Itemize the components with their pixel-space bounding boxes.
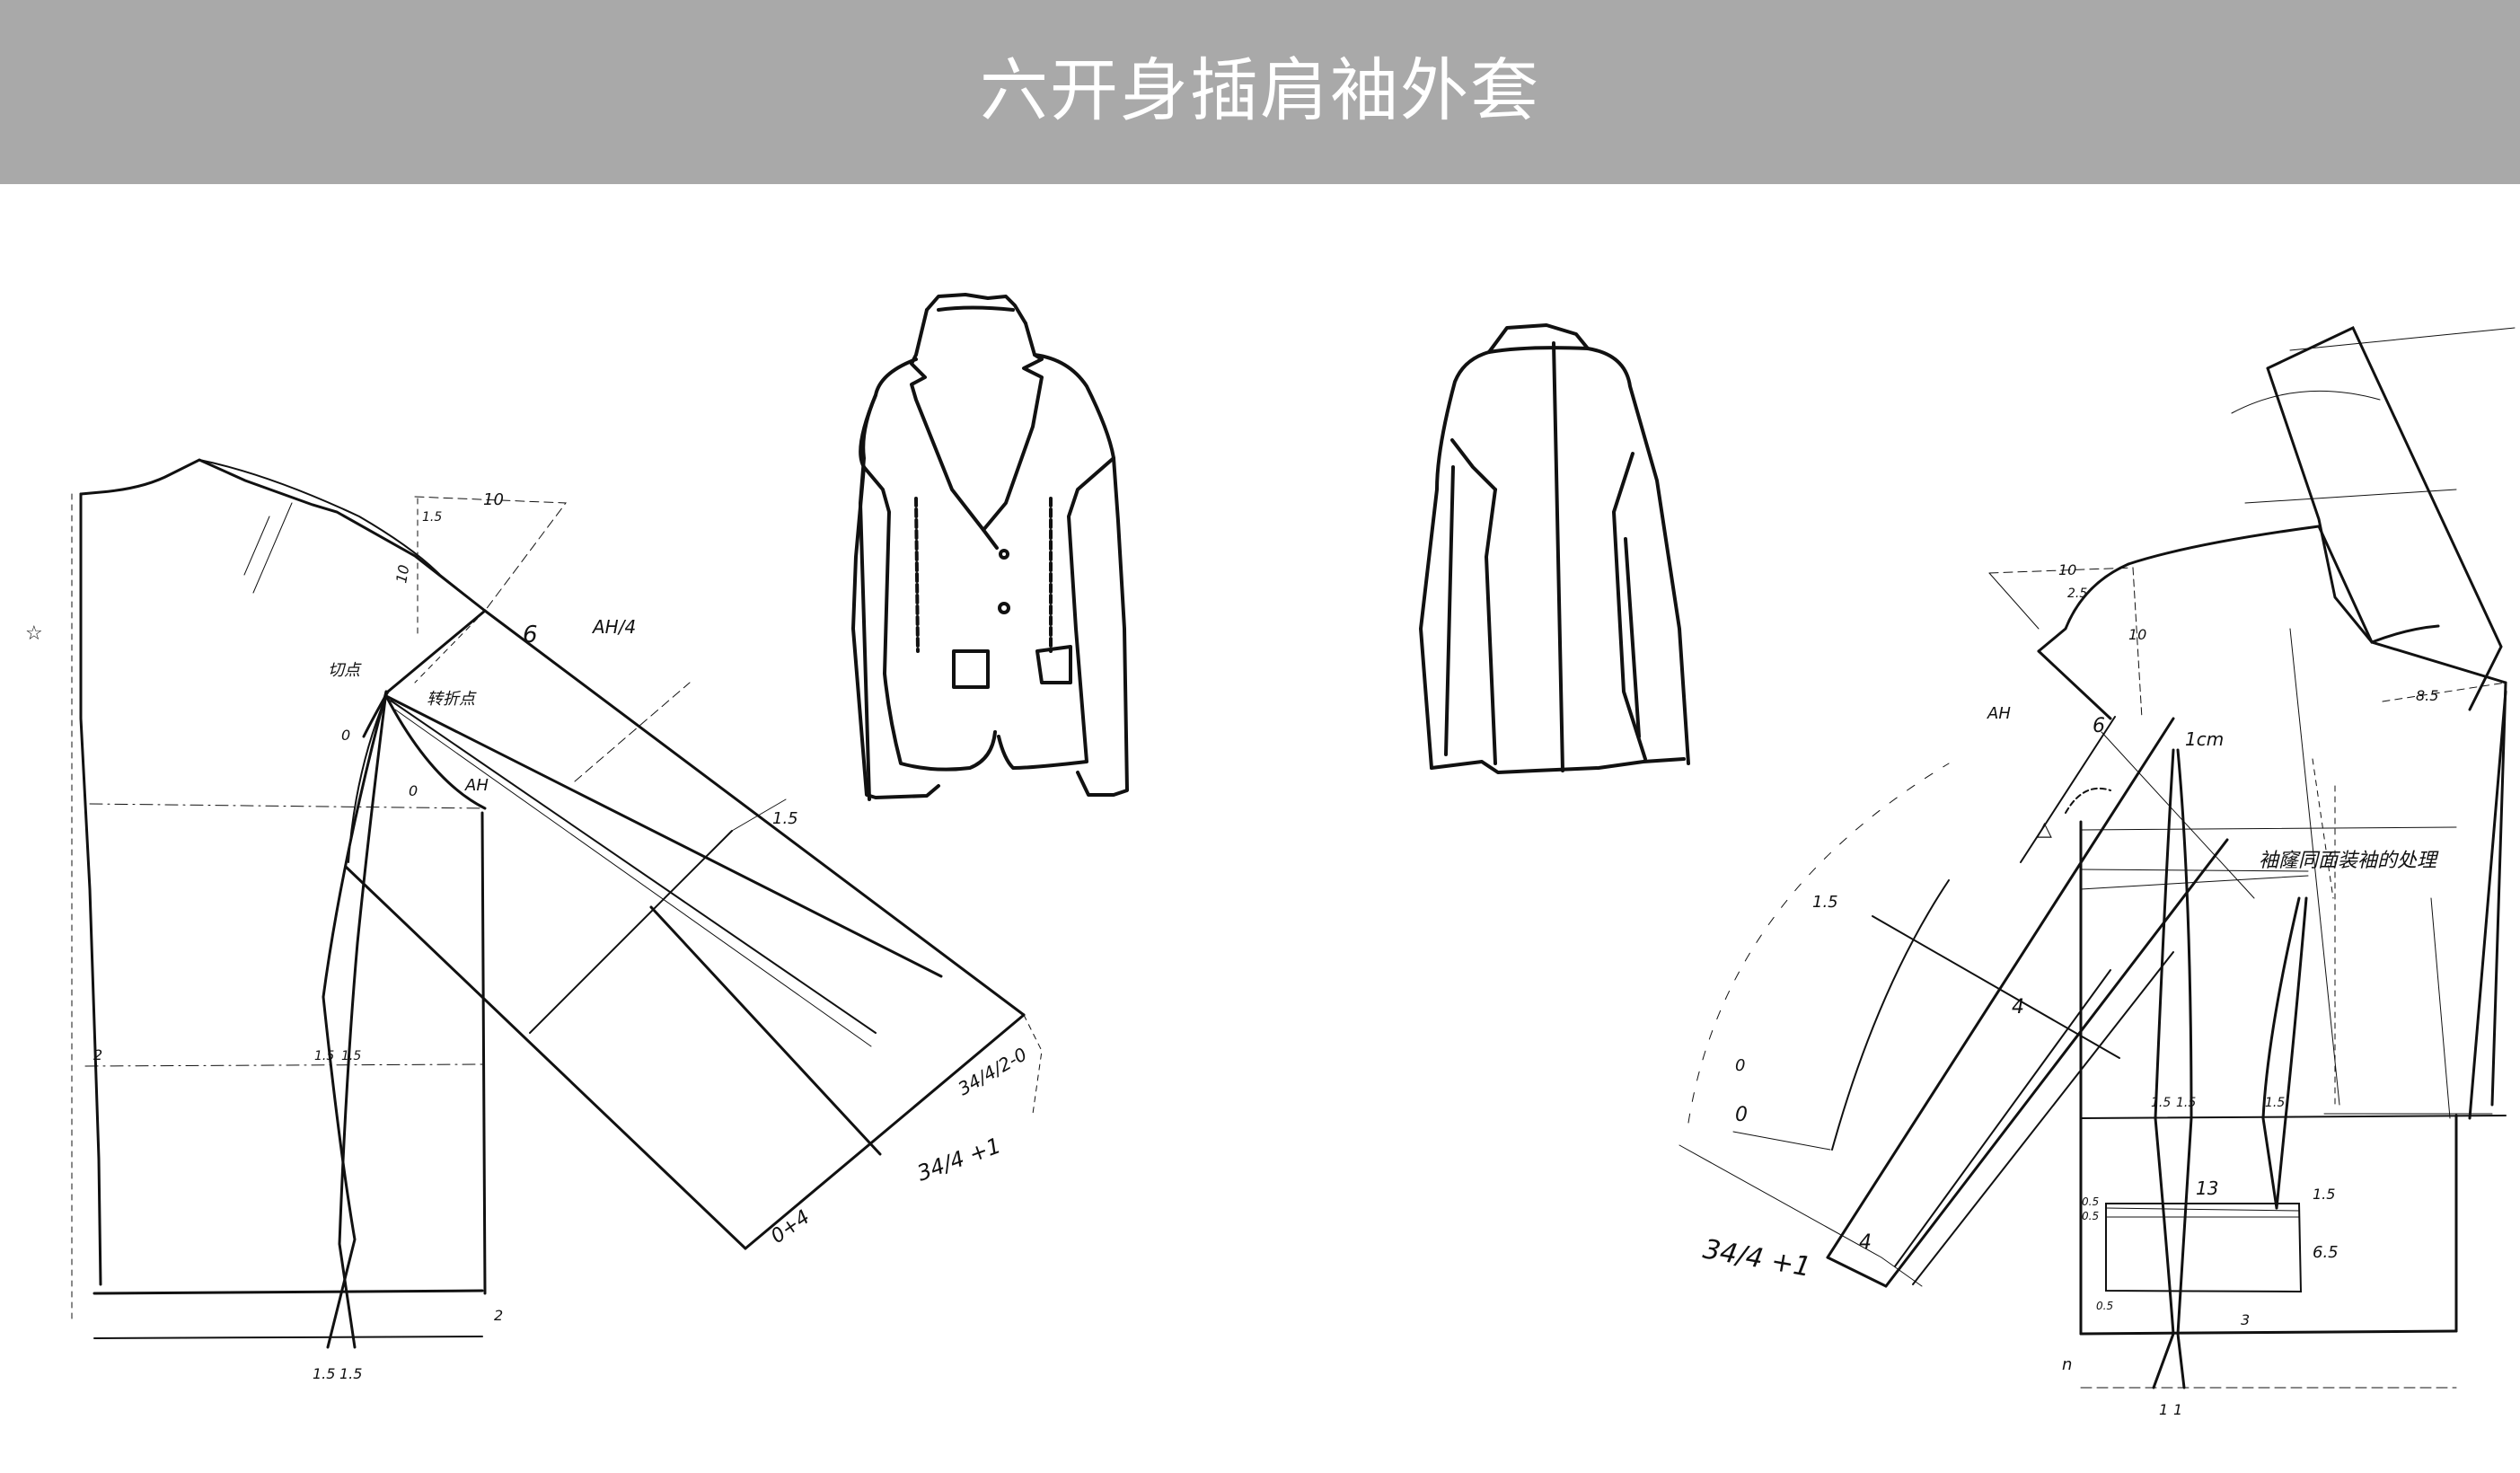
svg-text:0: 0 <box>1735 1056 1745 1075</box>
svg-text:6: 6 <box>2093 715 2105 737</box>
svg-text:0: 0 <box>1735 1104 1748 1126</box>
svg-text:1.5: 1.5 <box>2313 1186 2335 1203</box>
svg-text:0: 0 <box>341 727 350 744</box>
svg-text:AH: AH <box>464 776 489 795</box>
svg-text:34/4 +1: 34/4 +1 <box>913 1133 1004 1186</box>
svg-text:4: 4 <box>1859 1231 1872 1254</box>
annotation: 10 <box>483 490 504 509</box>
jacket-front-sketch <box>851 293 1129 801</box>
svg-text:△: △ <box>2037 818 2052 841</box>
svg-text:2: 2 <box>93 1046 102 1063</box>
svg-text:0.5: 0.5 <box>2096 1300 2113 1312</box>
svg-text:1: 1 <box>2159 1401 2168 1418</box>
svg-text:☆: ☆ <box>25 622 43 645</box>
svg-text:1cm: 1cm <box>2185 728 2224 750</box>
svg-text:袖窿同面装袖的处理: 袖窿同面装袖的处理 <box>2259 850 2439 872</box>
svg-text:1.5: 1.5 <box>772 809 798 828</box>
svg-text:1.5: 1.5 <box>313 1365 335 1382</box>
svg-text:AH/4: AH/4 <box>591 616 636 638</box>
svg-text:2.5: 2.5 <box>2067 587 2087 601</box>
svg-text:1: 1 <box>2173 1401 2182 1418</box>
svg-text:6: 6 <box>523 622 538 648</box>
page-title: 六开身插肩袖外套 <box>980 49 1540 130</box>
jacket-back-sketch <box>1419 323 1690 774</box>
svg-text:0+4: 0+4 <box>767 1206 814 1248</box>
svg-text:1.5: 1.5 <box>339 1365 362 1382</box>
svg-text:3: 3 <box>2241 1311 2250 1328</box>
svg-text:10: 10 <box>392 563 412 584</box>
svg-text:切点: 切点 <box>328 661 362 680</box>
svg-text:34/4 +1: 34/4 +1 <box>1701 1233 1813 1283</box>
svg-text:0.5: 0.5 <box>2082 1210 2099 1222</box>
svg-text:1.5: 1.5 <box>422 510 442 525</box>
svg-text:34/4/2-0: 34/4/2-0 <box>955 1043 1031 1099</box>
svg-text:1.5: 1.5 <box>2151 1096 2171 1110</box>
svg-text:13: 13 <box>2196 1178 2218 1199</box>
header-bar: 六开身插肩袖外套 <box>0 0 2520 184</box>
svg-text:10: 10 <box>2058 561 2076 578</box>
right-pattern-annotations: 10 2.5 10 6 1cm AH △ 袖窿同面装袖的处理 8.5 1.5 0… <box>1701 561 2439 1418</box>
svg-text:1.5: 1.5 <box>341 1049 361 1063</box>
left-pattern-draft <box>71 458 1043 1349</box>
svg-text:2: 2 <box>494 1307 503 1324</box>
svg-text:1.5: 1.5 <box>2265 1096 2285 1110</box>
svg-text:4: 4 <box>2012 996 2024 1019</box>
svg-text:0.5: 0.5 <box>2082 1195 2099 1208</box>
svg-text:n: n <box>2062 1355 2072 1374</box>
svg-text:1.5: 1.5 <box>2176 1096 2196 1110</box>
svg-text:1.5: 1.5 <box>1812 893 1838 912</box>
svg-text:AH: AH <box>1987 704 2011 723</box>
left-pattern-annotations: 10 1.5 10 6 AH/4 切点 转折点 0 0 AH 1.5 34/4/… <box>25 490 1031 1382</box>
svg-text:10: 10 <box>2128 626 2146 643</box>
svg-text:8.5: 8.5 <box>2416 687 2438 704</box>
svg-text:转折点: 转折点 <box>427 690 477 709</box>
right-pattern-draft <box>1679 325 2516 1389</box>
svg-text:6.5: 6.5 <box>2313 1243 2339 1262</box>
svg-text:1.5: 1.5 <box>314 1049 334 1063</box>
svg-text:0: 0 <box>409 782 418 799</box>
